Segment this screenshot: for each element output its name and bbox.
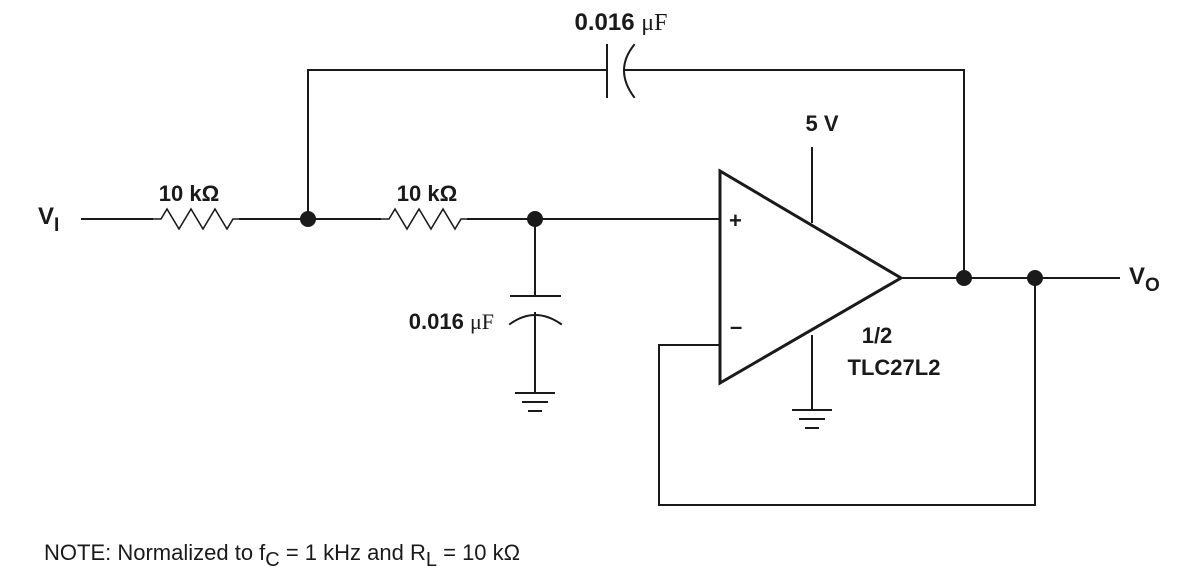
note-suffix: = 10 kΩ — [437, 540, 521, 565]
opamp-part-label: TLC27L2 — [848, 355, 941, 380]
feedback-wire-right — [623, 69, 965, 279]
opamp-plus-sign: + — [729, 208, 742, 233]
supply-label: 5 V — [805, 111, 838, 136]
note-mid: = 1 kHz and R — [279, 540, 426, 565]
junction-node-a — [300, 211, 316, 227]
note-rl-subscript: L — [425, 549, 437, 571]
resistor-2-symbol — [380, 207, 468, 231]
feedback-capacitor-label: 0.016 μF — [575, 9, 668, 36]
junction-node-output — [1027, 270, 1043, 286]
note-fc-subscript: C — [265, 549, 280, 571]
opamp-symbol — [718, 168, 904, 386]
shunt-capacitor-label: 0.016 μF — [409, 309, 494, 334]
normalization-note: NOTE: Normalized to fC = 1 kHz and RL = … — [44, 540, 521, 570]
output-port-label: VO — [1129, 263, 1160, 296]
note-prefix: NOTE: Normalized to f — [44, 540, 266, 565]
junction-node-feedback — [956, 270, 972, 286]
opamp-fraction-label: 1/2 — [862, 323, 893, 348]
feedback-wire-left — [307, 69, 608, 220]
negative-feedback-wire — [658, 277, 1036, 506]
junction-node-b — [527, 211, 543, 227]
opamp-minus-sign: – — [730, 314, 742, 339]
feedback-capacitor-curved-plate — [623, 43, 636, 99]
resistor-1-symbol — [152, 207, 240, 231]
resistor-1-label: 10 kΩ — [159, 181, 219, 206]
input-port-label: VI — [38, 203, 59, 236]
resistor-2-label: 10 kΩ — [397, 181, 457, 206]
